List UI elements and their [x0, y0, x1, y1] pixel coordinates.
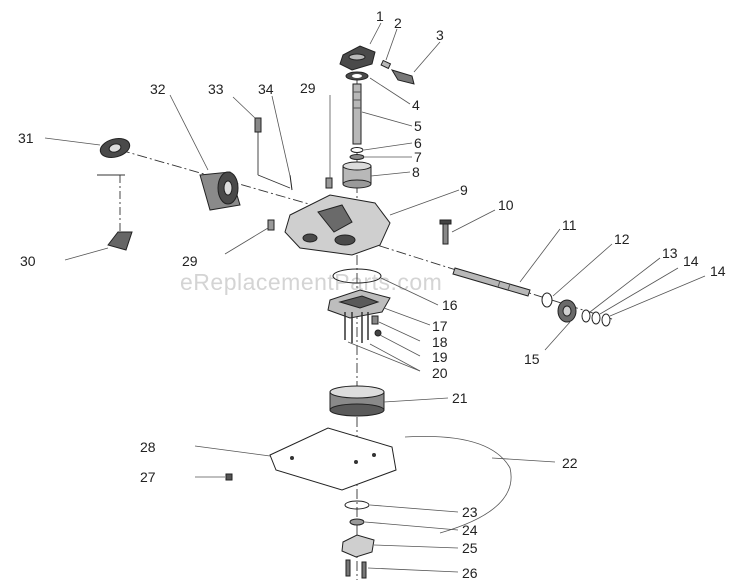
- part-5-shaft: [352, 83, 362, 145]
- part-29-pin-b: [267, 219, 275, 231]
- callout-4: 4: [412, 97, 420, 113]
- callout-11: 11: [562, 217, 577, 233]
- callout-32: 32: [150, 81, 166, 97]
- part-2-pin: [380, 59, 392, 70]
- part-1-cap: [339, 45, 376, 71]
- callout-13: 13: [662, 245, 678, 261]
- part-28-base-plate: [269, 427, 397, 491]
- bolt-axis-2: [257, 174, 291, 189]
- part-34-pin: [289, 174, 293, 191]
- callout-labels: 1 2 3 4 5 6 7 8 9 10 11 12 13 14 14 15 1…: [18, 8, 726, 581]
- part-21-bearing: [329, 385, 385, 417]
- part-31-bearing: [99, 137, 131, 159]
- part-33-bolt: [254, 117, 262, 133]
- callout-14-b: 14: [710, 263, 726, 279]
- callout-14-a: 14: [683, 253, 699, 269]
- part-23-ring: [344, 500, 370, 510]
- callout-28: 28: [140, 439, 156, 455]
- callout-33: 33: [208, 81, 224, 97]
- part-17-plate: [327, 289, 391, 319]
- part-14-washer-a: [591, 311, 601, 325]
- callout-25: 25: [462, 540, 478, 556]
- part-32-motor: [199, 171, 241, 211]
- part-24-washer: [349, 518, 365, 526]
- part-15-gear: [557, 299, 577, 323]
- callout-2: 2: [394, 15, 402, 31]
- callout-26: 26: [462, 565, 478, 581]
- callout-19: 19: [432, 349, 448, 365]
- callout-34: 34: [258, 81, 274, 97]
- part-20-pins: [344, 312, 369, 343]
- part-4-seal: [345, 71, 369, 81]
- callout-31: 31: [18, 130, 34, 146]
- watermark-text: eReplacementParts.com: [180, 269, 442, 295]
- part-29-pin-a: [325, 177, 333, 189]
- callout-5: 5: [414, 118, 422, 134]
- part-3-lever: [390, 69, 415, 85]
- callout-1: 1: [376, 8, 384, 24]
- part-26-screws: [345, 559, 367, 579]
- part-11-output-shaft: [452, 267, 531, 297]
- callout-16: 16: [442, 297, 458, 313]
- part-27-screw: [225, 473, 233, 481]
- part-16-o-ring: [332, 268, 382, 284]
- callout-22: 22: [562, 455, 578, 471]
- part-22-gasket: [404, 436, 512, 534]
- callout-18: 18: [432, 334, 448, 350]
- part-25-bracket: [341, 534, 375, 558]
- callout-3: 3: [436, 27, 444, 43]
- part-19-ball: [374, 329, 382, 337]
- callout-10: 10: [498, 197, 514, 213]
- part-18-spring: [371, 315, 379, 325]
- leader-lines: [44, 22, 706, 573]
- callout-29-a: 29: [300, 80, 316, 96]
- part-7-washer: [349, 154, 365, 160]
- callout-20: 20: [432, 365, 448, 381]
- part-30-knob: [107, 231, 133, 251]
- callout-15: 15: [524, 351, 540, 367]
- callout-23: 23: [462, 504, 478, 520]
- callout-8: 8: [412, 164, 420, 180]
- callout-7: 7: [414, 149, 422, 165]
- part-8-gear: [342, 161, 372, 189]
- part-10-screw: [439, 219, 452, 245]
- part-6-ring: [350, 147, 364, 153]
- part-14-washer-b: [601, 313, 611, 327]
- callout-29-b: 29: [182, 253, 198, 269]
- callout-9: 9: [460, 182, 468, 198]
- callout-27: 27: [140, 469, 156, 485]
- callout-24: 24: [462, 522, 478, 538]
- part-9-housing: [284, 194, 391, 256]
- callout-21: 21: [452, 390, 468, 406]
- part-12-seal: [541, 292, 553, 308]
- part-13-washer: [581, 309, 591, 323]
- callout-6: 6: [414, 135, 422, 151]
- callout-12: 12: [614, 231, 630, 247]
- callout-17: 17: [432, 318, 448, 334]
- callout-30: 30: [20, 253, 36, 269]
